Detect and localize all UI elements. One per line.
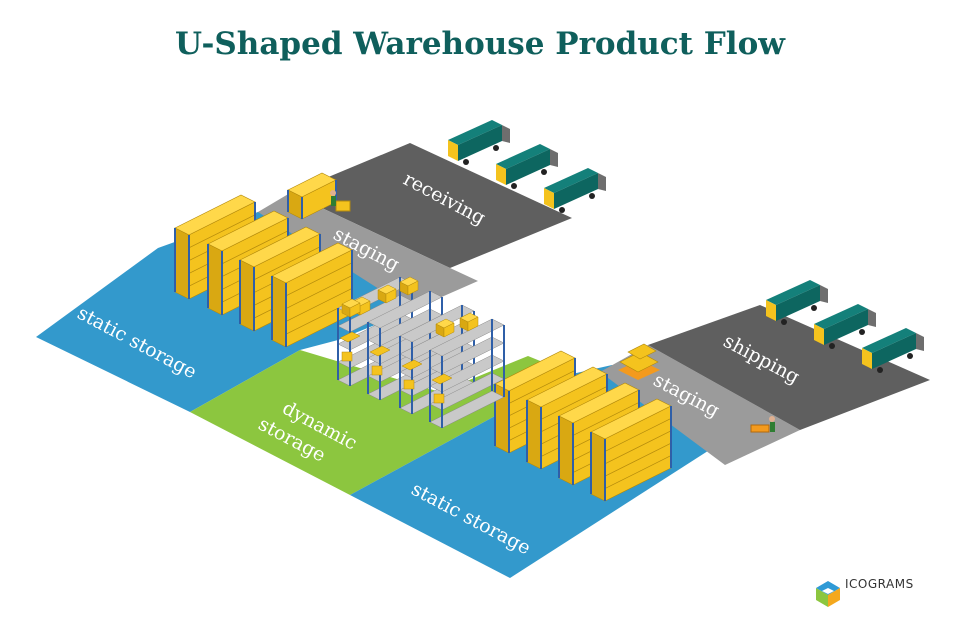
- logo-text: ICOGRAMS: [845, 577, 914, 591]
- storage-rack: [287, 172, 337, 220]
- worker-right: [750, 416, 775, 433]
- box: [435, 318, 455, 338]
- shipping-zone: [648, 305, 930, 430]
- box: [341, 298, 361, 318]
- box: [377, 284, 397, 304]
- storage-racks: [174, 172, 672, 502]
- trucks: [448, 120, 924, 373]
- truck: [766, 280, 828, 325]
- worker-top: [330, 190, 351, 212]
- icograms-logo: ICOGRAMS: [816, 577, 914, 607]
- truck: [814, 304, 876, 349]
- page-title: U-Shaped Warehouse Product Flow: [175, 26, 785, 62]
- truck: [448, 120, 510, 165]
- pallet-stack: [618, 343, 660, 380]
- truck: [496, 144, 558, 189]
- receiving-zone: [290, 143, 572, 268]
- truck: [862, 328, 924, 373]
- box: [399, 276, 419, 296]
- truck: [544, 168, 606, 213]
- icograms-logo-icon: [816, 581, 840, 607]
- box: [459, 312, 479, 332]
- dynamic-rack: [429, 318, 505, 429]
- storage-rack: [590, 398, 672, 502]
- storage-rack: [271, 242, 353, 348]
- staging-right-zone: [600, 345, 800, 465]
